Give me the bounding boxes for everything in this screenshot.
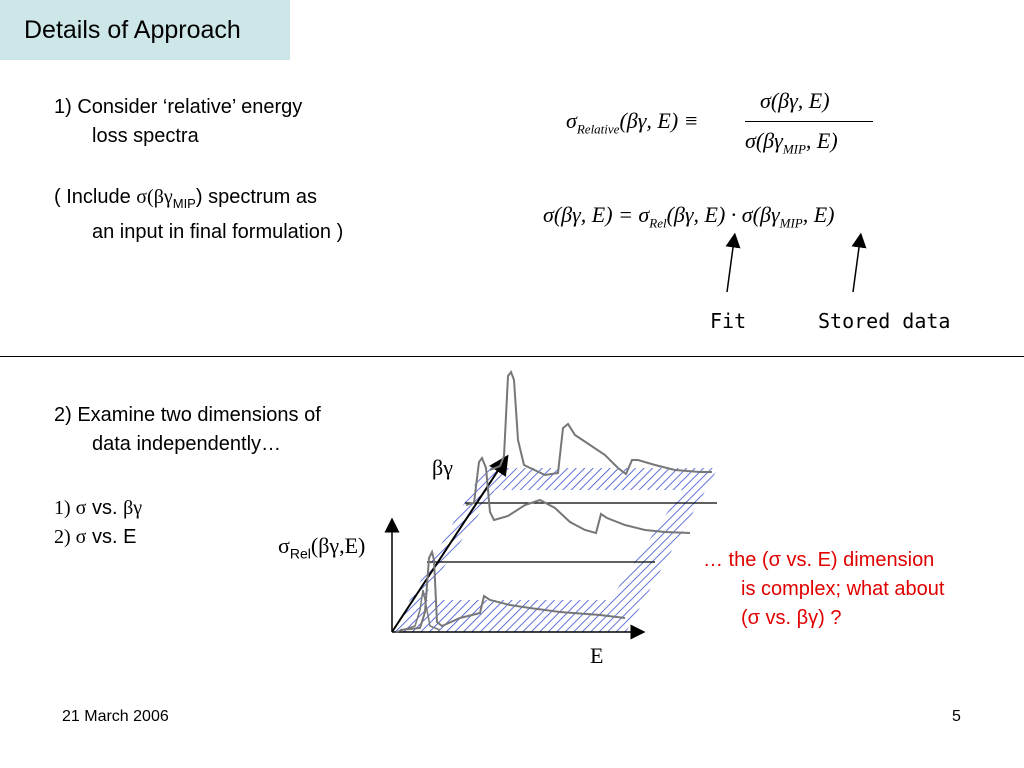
point-2-line-1: 2) Examine two dimensions of — [54, 404, 321, 426]
point-1: 1) Consider ‘relative’ energy loss spect… — [54, 93, 302, 151]
axis-label-sigma-rel: σRel(βγ,E) — [278, 533, 365, 561]
include-sub: MIP — [172, 196, 196, 211]
eq2-sub-1: Rel — [649, 215, 667, 231]
eq2-post: , E) — [802, 202, 835, 227]
axis-sigma: σ — [278, 533, 290, 558]
label-stored-data: Stored data — [818, 309, 951, 333]
axis-label-betagamma: βγ — [432, 455, 453, 480]
point-1-line-2: loss spectra — [92, 125, 199, 147]
arrow-fit — [725, 232, 741, 293]
item-2-vs: vs. E — [86, 526, 137, 548]
footer-date: 21 March 2006 — [62, 708, 169, 725]
arrow-stored-data — [851, 232, 867, 293]
fraction-bar — [745, 121, 873, 122]
eq2-sub-2: MIP — [779, 215, 803, 231]
betagamma-axis — [391, 454, 509, 633]
eq1-sub: Relative — [576, 121, 620, 137]
eq1-args: (βγ, E) ≡ — [619, 108, 699, 133]
include-note: ( Include σ(βγMIP) spectrum as an input … — [54, 183, 343, 247]
title-box: Details of Approach — [0, 0, 290, 60]
hatched-floor — [392, 468, 718, 632]
axis-sigma-sub: Rel — [289, 545, 311, 562]
axis-sigma-args: (βγ,E) — [310, 533, 366, 558]
section-divider — [0, 356, 1024, 357]
eq2-mid: (βγ, E) · σ(βγ — [666, 202, 780, 227]
equation-1-numerator: σ(βγ, E) — [760, 88, 830, 113]
point-2: 2) Examine two dimensions of data indepe… — [54, 401, 321, 459]
note-line-1: … the (σ vs. E) dimension — [703, 549, 935, 571]
spectrum-curve-middle — [465, 455, 691, 535]
item-1-bg: βγ — [123, 497, 143, 519]
label-fit: Fit — [710, 309, 747, 333]
note-line-3: (σ vs. βγ) ? — [741, 607, 842, 629]
item-2-sigma: σ — [75, 526, 87, 548]
include-sigma: σ(βγ — [136, 186, 173, 208]
spectrum-curve-back — [489, 369, 712, 477]
dimension-note: … the (σ vs. E) dimension is complex; wh… — [703, 546, 944, 633]
item-1: 1) σ vs. βγ — [54, 494, 142, 523]
point-1-line-1: 1) Consider ‘relative’ energy — [54, 96, 303, 118]
slide-title: Details of Approach — [24, 16, 241, 44]
equation-1-lhs: σRelative(βγ, E) ≡ — [566, 108, 699, 137]
axis-label-energy: E — [590, 643, 604, 668]
eq1-sigma: σ — [566, 108, 577, 133]
item-2: 2) σ vs. E — [54, 523, 136, 552]
item-1-vs: vs. — [86, 497, 124, 519]
spectrum-curve-front — [399, 549, 626, 631]
include-suffix: ) spectrum as — [195, 186, 318, 208]
equation-1-denominator: σ(βγMIP, E) — [745, 128, 838, 157]
include-prefix: ( Include — [54, 186, 137, 208]
include-line-2: an input in final formulation ) — [92, 221, 344, 243]
eq1-den-pre: σ(βγ — [745, 128, 783, 153]
item-1-num: 1) — [54, 497, 76, 519]
note-line-2: is complex; what about — [741, 578, 945, 600]
eq1-den-sub: MIP — [782, 141, 806, 157]
item-1-sigma: σ — [75, 497, 87, 519]
equation-2: σ(βγ, E) = σRel(βγ, E) · σ(βγMIP, E) — [543, 202, 835, 231]
point-2-line-2: data independently… — [92, 433, 282, 455]
item-2-num: 2) — [54, 526, 76, 548]
eq2-pre: σ(βγ, E) = σ — [543, 202, 650, 227]
spectrum-curve-base — [395, 589, 441, 633]
page-number: 5 — [952, 708, 961, 725]
eq1-den-post: , E) — [805, 128, 838, 153]
